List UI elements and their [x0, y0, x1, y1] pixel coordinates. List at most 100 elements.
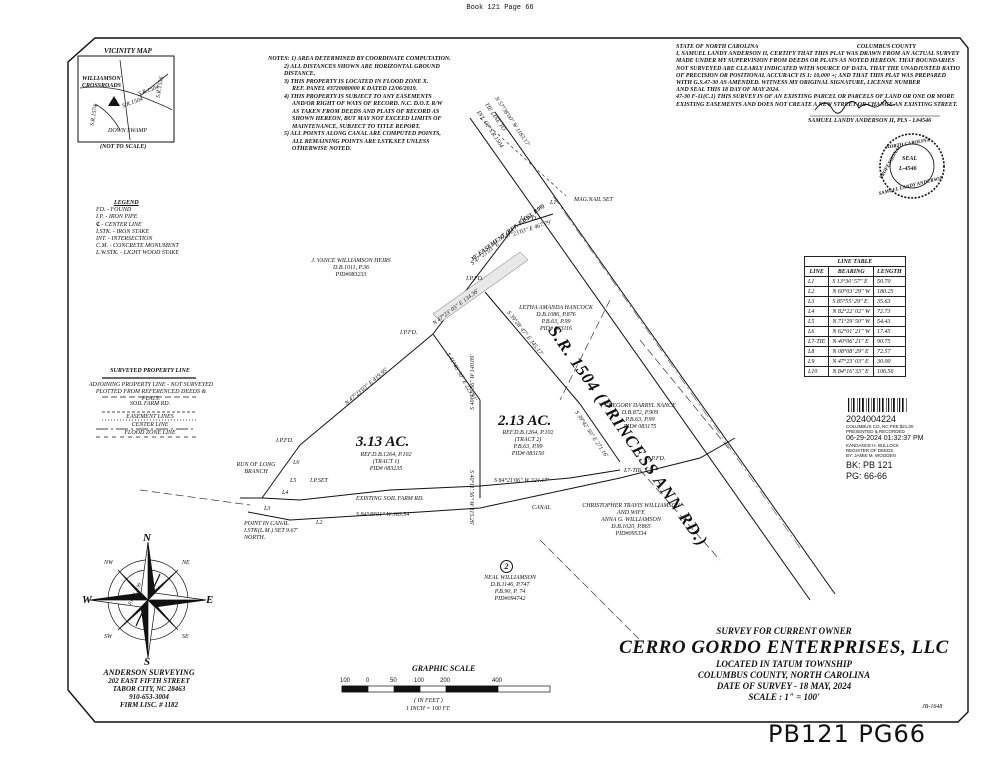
compass-east: E: [206, 594, 214, 606]
site-marker: [108, 96, 120, 106]
parcel-owner: J. VANCE WILLIAMSON HEIRS: [311, 258, 391, 264]
vicinity-map-title: VICINITY MAP: [104, 47, 152, 55]
legend-title: LEGEND: [114, 200, 139, 206]
plat-notes: NOTES: 1) AREA DETERMINED BY COORDINATE …: [268, 56, 468, 154]
cell-length: 72.57: [873, 346, 906, 357]
stamp-by: BY: JAMIE M. WOODEN: [846, 453, 896, 458]
cell-line: L10: [803, 366, 830, 377]
cell-line: L7-TIE: [803, 336, 830, 347]
cell-line: L8: [803, 346, 830, 357]
vicinity-label-swamp: DOWN SWAMP: [108, 128, 148, 134]
tract-pid: PID# 083150: [511, 451, 545, 457]
tract1-info: REF.D.B.1264, P.102 (TRACT 1) PID# 08323…: [346, 452, 426, 473]
survey-date: DATE OF SURVEY - 18 MAY, 2024: [716, 681, 852, 691]
parcel-owner: CHRISTOPHER TRAVIS WILLIAMSON: [582, 503, 680, 509]
iron-pipe-found: I.P.FD.: [648, 456, 666, 462]
parcel-pid: PID#094742: [494, 596, 526, 602]
boundary-lines: [240, 213, 736, 521]
note-line: NOTES: 1) AREA DETERMINED BY COORDINATE …: [268, 56, 451, 62]
note-line: MAINTENANCE, SUBJECT TO TITLE REPORT.: [292, 123, 421, 130]
legend-item: INT. - INTERSECTION: [96, 236, 153, 243]
vicinity-label-crossroads: WILLIAMSON CROSSROADS: [82, 76, 122, 89]
surveyor-block: ANDERSON SURVEYING 202 EAST FIFTH STREET…: [84, 668, 214, 709]
iron-pipe-set: I.P.SET: [310, 478, 328, 484]
cell-line: L3: [803, 296, 830, 307]
tract-pid: PID# 083235: [369, 466, 403, 472]
stamp-register: KANDANCE H. BULLOCK: [846, 443, 900, 448]
compass-ne: NE: [182, 560, 190, 566]
stamp-date: 06-29-2024 01:32:37 PM: [846, 435, 924, 442]
compass-west: W: [82, 594, 92, 606]
cell-length: 50.70: [873, 276, 906, 287]
barcode: [848, 398, 907, 412]
parcel-number-badge: 2: [500, 560, 513, 573]
surveyor-address-1: 202 EAST FIFTH STREET: [108, 677, 190, 685]
adjoining-lines: [139, 299, 731, 641]
legend-item: C.M. - CONCRETE MONUMENT: [96, 243, 179, 250]
key-adjoining-2: PLOTTED FROM REFERENCED DEEDS & PLATS.: [95, 389, 207, 402]
iron-pipe-found: I.P.FD.: [520, 216, 538, 222]
bearing-label: S 40°11' 56" W 140.09': [470, 354, 476, 410]
surveyor-address-2: TABOR CITY, NC 28463: [112, 685, 186, 693]
line-l5: L5: [290, 478, 297, 484]
surveyor-seal: [879, 133, 945, 199]
parcel-owner: GREGORY DARRYL NANCE: [604, 403, 676, 409]
key-surveyed: SURVEYED PROPERTY LINE: [110, 368, 190, 374]
cell-length: 17.45: [873, 326, 906, 337]
note-line: 5) ALL POINTS ALONG CANAL ARE COMPUTED P…: [284, 131, 441, 137]
line-table-header: BEARING: [828, 266, 875, 277]
scale-tick: 0: [366, 678, 370, 684]
scale-tick: 200: [440, 678, 451, 684]
key-adjoining: ADJOINING PROPERTY LINE - NOT SURVEYED: [88, 382, 214, 388]
signature: [814, 99, 896, 114]
run-of-long-branch: RUN OF LONG BRANCH: [236, 462, 276, 475]
scale-tick: 50: [390, 678, 397, 684]
scale-tick: 100: [340, 678, 351, 684]
iron-pipe-found: I.P.FD.: [276, 438, 294, 444]
tract2-area: 2.13 AC.: [498, 413, 552, 429]
survey-for: SURVEY FOR CURRENT OWNER: [716, 626, 852, 636]
cert-line: EXISTING EASEMENTS AND DOES NOT CREATE A…: [676, 101, 958, 108]
parcel-deed: D.B.1086, P.876: [536, 312, 576, 318]
cell-bearing: N 40°06' 21" E: [828, 336, 875, 347]
cell-length: 54.43: [873, 316, 906, 327]
cell-length: 35.63: [873, 296, 906, 307]
parcel-hancock: LETHA AMANDA HANCOCK D.B.1086, P.876 P.B…: [506, 305, 606, 333]
key-easement: EASEMENT LINES: [126, 414, 174, 420]
legend-item: L.W.STK. - LIGHT WOOD STAKE: [96, 250, 180, 257]
surveyor-phone: 910-653-3004: [129, 693, 169, 701]
note-line: SHOWN HEREON, BUT MAY NOT EXCEED LIMITS …: [292, 116, 442, 122]
stamp-pages: PG: 66-66: [846, 471, 888, 481]
tract1-area: 3.13 AC.: [356, 434, 410, 450]
tract2-info: REF.D.B.1264, P.102 (TRACT 2) P.B.63, P.…: [488, 430, 568, 458]
compass-south: S: [144, 656, 151, 668]
parcel-nance: GREGORY DARRYL NANCE D.B.872, P.909 P.B.…: [590, 403, 690, 431]
title-block: SURVEY FOR CURRENT OWNER CERRO GORDO ENT…: [604, 626, 964, 703]
cert-line: MADE UNDER MY SUPERVISION FROM DEEDS OR …: [676, 58, 955, 65]
line-table-header: LENGTH: [873, 266, 906, 277]
parcel-christopher: CHRISTOPHER TRAVIS WILLIAMSON AND WIFE A…: [566, 503, 696, 538]
cell-length: 72.73: [873, 306, 906, 317]
cert-line: AND SEAL THIS 18 DAY OF MAY 2024.: [676, 87, 780, 94]
parcel-deed: D.B.1011, P.36: [333, 265, 369, 271]
line-l3: L3: [264, 506, 271, 512]
cell-line: L1: [803, 276, 830, 287]
easement-strip: [432, 251, 529, 323]
scale-tick: 100: [414, 678, 425, 684]
cell-line: L9: [803, 356, 830, 367]
line-l6: L6: [293, 460, 300, 466]
iron-pipe-found: I.P.FD.: [466, 276, 484, 282]
bearing-label: S 40°11' 56" W 115.26': [468, 470, 474, 526]
cell-line: L4: [803, 306, 830, 317]
sheet-border: [67, 37, 969, 723]
key-soil: SOIL FARM RD.: [129, 401, 171, 407]
note-line: OTHERWISE NOTED.: [292, 146, 352, 152]
stamp-register-title: REGISTER OF DEEDS: [846, 448, 894, 453]
cell-length: 106.56: [873, 366, 906, 377]
stamp-presented: PRESENTED & RECORDED: [846, 429, 905, 434]
tract-plat: P.B.63, P.99: [513, 444, 543, 450]
legend: LEGEND FD. - FOUND I.P. - IRON PIPE ℄ - …: [96, 200, 216, 258]
